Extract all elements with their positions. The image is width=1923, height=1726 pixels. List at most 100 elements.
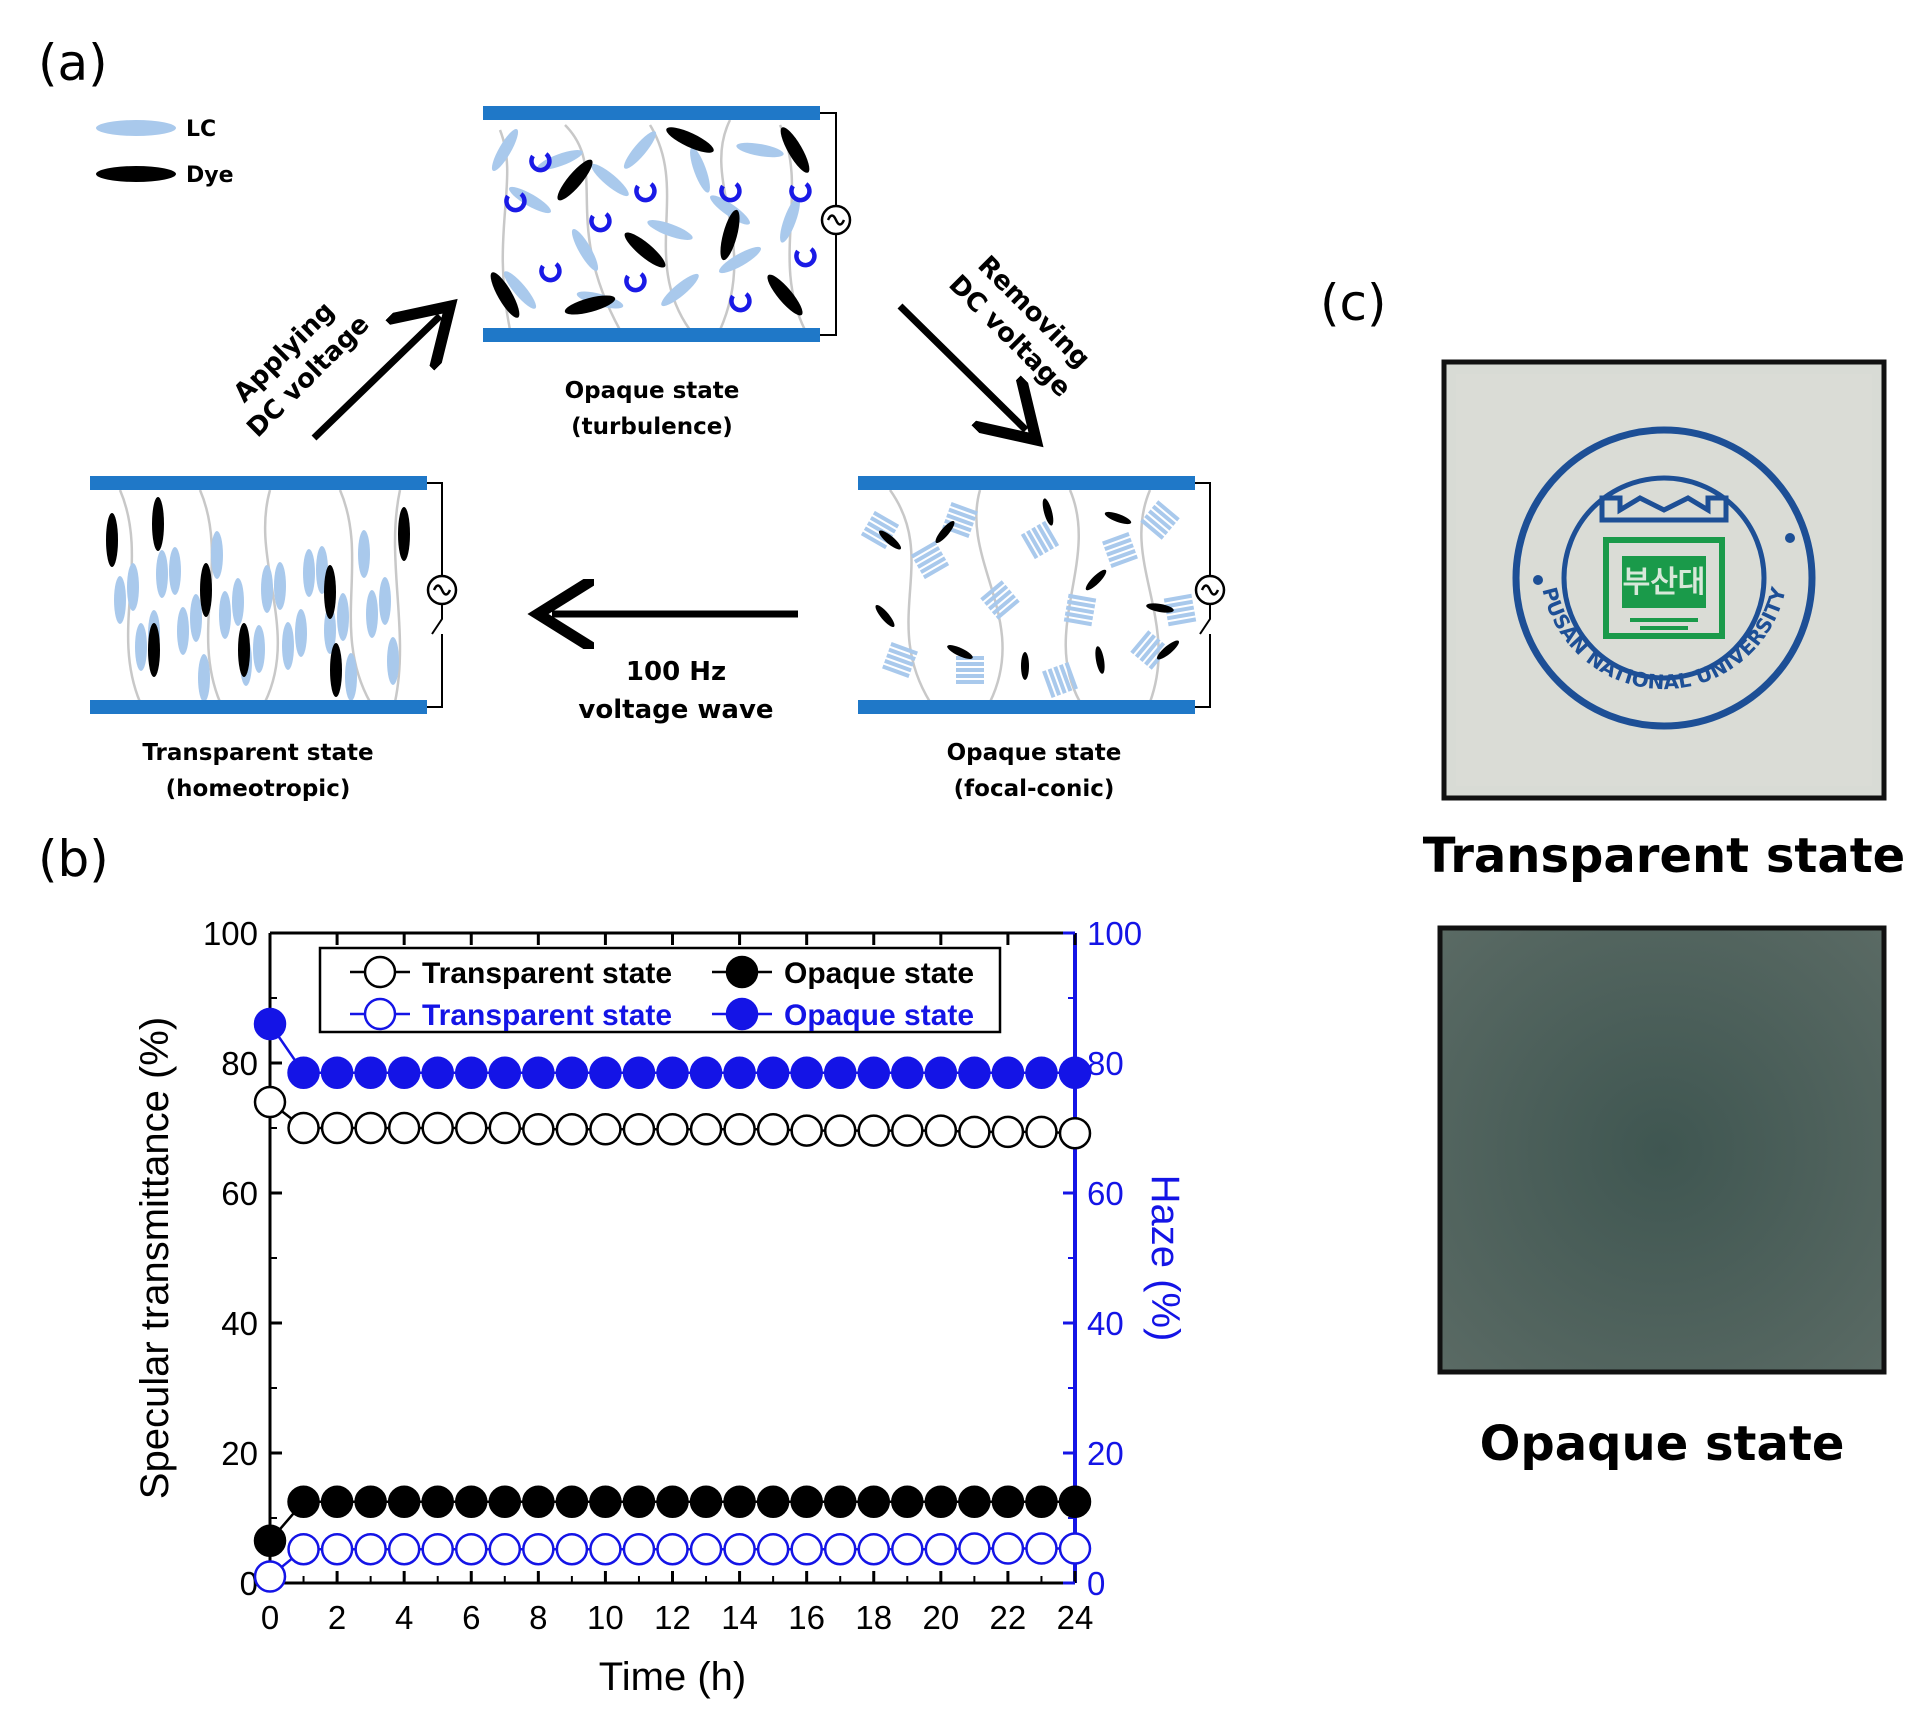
- data-point: [622, 1113, 656, 1146]
- data-point: [723, 1113, 756, 1146]
- lc-molecule: [295, 609, 307, 657]
- dye-molecule: [1085, 569, 1107, 591]
- swirl-icon: [794, 247, 817, 268]
- y-tick-label-left: 0: [240, 1565, 258, 1602]
- legend-label: Opaque state: [784, 957, 974, 990]
- swirl-icon: [624, 272, 647, 293]
- y-tick-label-left: 60: [221, 1175, 258, 1212]
- dye-molecule: [324, 565, 336, 619]
- lc-molecule: [780, 197, 800, 243]
- bottom-electrode: [483, 328, 820, 342]
- data-point: [589, 1113, 622, 1146]
- seal-mark: 부산대: [1623, 565, 1706, 600]
- y-tick-label-right: 100: [1087, 915, 1142, 952]
- data-point: [958, 1532, 991, 1565]
- data-point: [1025, 1485, 1058, 1518]
- lc-molecule: [211, 531, 223, 579]
- data-point: [1025, 1115, 1058, 1149]
- data-point: [354, 1111, 387, 1145]
- dye-molecule: [490, 272, 520, 318]
- dye-molecule: [624, 232, 666, 268]
- cell-focal-conic: [858, 476, 1226, 714]
- data-point: [488, 1056, 522, 1089]
- data-point: [891, 1056, 924, 1089]
- data-point: [958, 1485, 991, 1518]
- lc-molecule: [219, 591, 231, 639]
- data-point: [253, 1524, 287, 1557]
- wave-label-line1: 100 Hz: [626, 657, 726, 687]
- dye-molecule: [1095, 646, 1105, 674]
- dye-molecule: [878, 530, 902, 550]
- lc-molecule: [274, 562, 286, 610]
- lc-molecule: [719, 246, 761, 274]
- data-point: [823, 1485, 857, 1518]
- lc-legend-label: LC: [186, 117, 216, 142]
- lc-molecule: [661, 273, 699, 307]
- data-point: [823, 1056, 857, 1089]
- data-point: [1058, 1532, 1092, 1565]
- lc-molecule: [282, 622, 294, 670]
- lc-domain: [1042, 662, 1078, 698]
- data-point: [689, 1113, 723, 1146]
- dye-molecule: [875, 604, 895, 628]
- data-point: [522, 1485, 555, 1518]
- lc-molecule: [710, 195, 750, 225]
- swirl-icon: [789, 182, 812, 203]
- data-point: [756, 1056, 790, 1089]
- data-point: [790, 1114, 823, 1147]
- data-point: [320, 1532, 354, 1566]
- state-caption-left-line1: Transparent state: [142, 740, 373, 766]
- data-point: [589, 1056, 622, 1089]
- lc-domain: [942, 502, 978, 538]
- lc-molecule: [198, 654, 210, 702]
- state-caption-top-line1: Opaque state: [565, 378, 740, 404]
- data-point: [455, 1056, 488, 1089]
- state-caption-top-line2: (turbulence): [571, 414, 733, 440]
- dye-legend-label: Dye: [186, 163, 234, 188]
- data-point: [387, 1532, 421, 1566]
- data-point: [320, 1111, 354, 1145]
- lc-molecule: [358, 530, 370, 578]
- dye-molecule: [666, 127, 714, 153]
- data-point: [857, 1485, 890, 1518]
- data-point: [421, 1056, 454, 1089]
- dye-molecule: [152, 497, 164, 551]
- data-point: [522, 1532, 555, 1566]
- data-point: [723, 1056, 756, 1089]
- state-caption-right-line2: (focal-conic): [954, 776, 1115, 802]
- data-point: [354, 1056, 387, 1089]
- data-point: [1025, 1056, 1058, 1089]
- dye-legend-swatch: [96, 166, 176, 182]
- data-point: [622, 1056, 656, 1089]
- swirl-icon: [719, 182, 742, 203]
- panel-a-schematic: (a) LC Dye Opaqu: [38, 34, 1226, 802]
- lc-molecule: [509, 186, 551, 214]
- y-tick-label-left: 100: [203, 915, 258, 952]
- lc-molecule: [379, 577, 391, 625]
- legend-label: Transparent state: [422, 999, 672, 1032]
- data-point: [689, 1532, 723, 1566]
- y-tick-label-right: 80: [1087, 1045, 1124, 1082]
- lc-molecule: [177, 607, 189, 655]
- dye-molecule: [1104, 511, 1132, 525]
- data-point: [656, 1485, 689, 1518]
- data-point: [387, 1111, 421, 1145]
- swirl-icon: [539, 262, 562, 283]
- data-point: [723, 1532, 756, 1566]
- x-tick-label: 14: [721, 1599, 758, 1636]
- data-point: [723, 1485, 756, 1518]
- lc-molecule: [491, 129, 519, 172]
- data-point: [756, 1532, 790, 1566]
- data-point: [790, 1485, 823, 1518]
- lc-molecule: [387, 637, 399, 685]
- lc-domain: [980, 580, 1020, 620]
- x-tick-label: 4: [395, 1599, 413, 1636]
- data-point: [1058, 1056, 1092, 1089]
- lc-molecule: [591, 163, 629, 197]
- dye-molecule: [1042, 498, 1054, 526]
- lc-molecule: [366, 590, 378, 638]
- lc-molecules-turbulence: [491, 129, 800, 309]
- data-point: [1025, 1532, 1058, 1565]
